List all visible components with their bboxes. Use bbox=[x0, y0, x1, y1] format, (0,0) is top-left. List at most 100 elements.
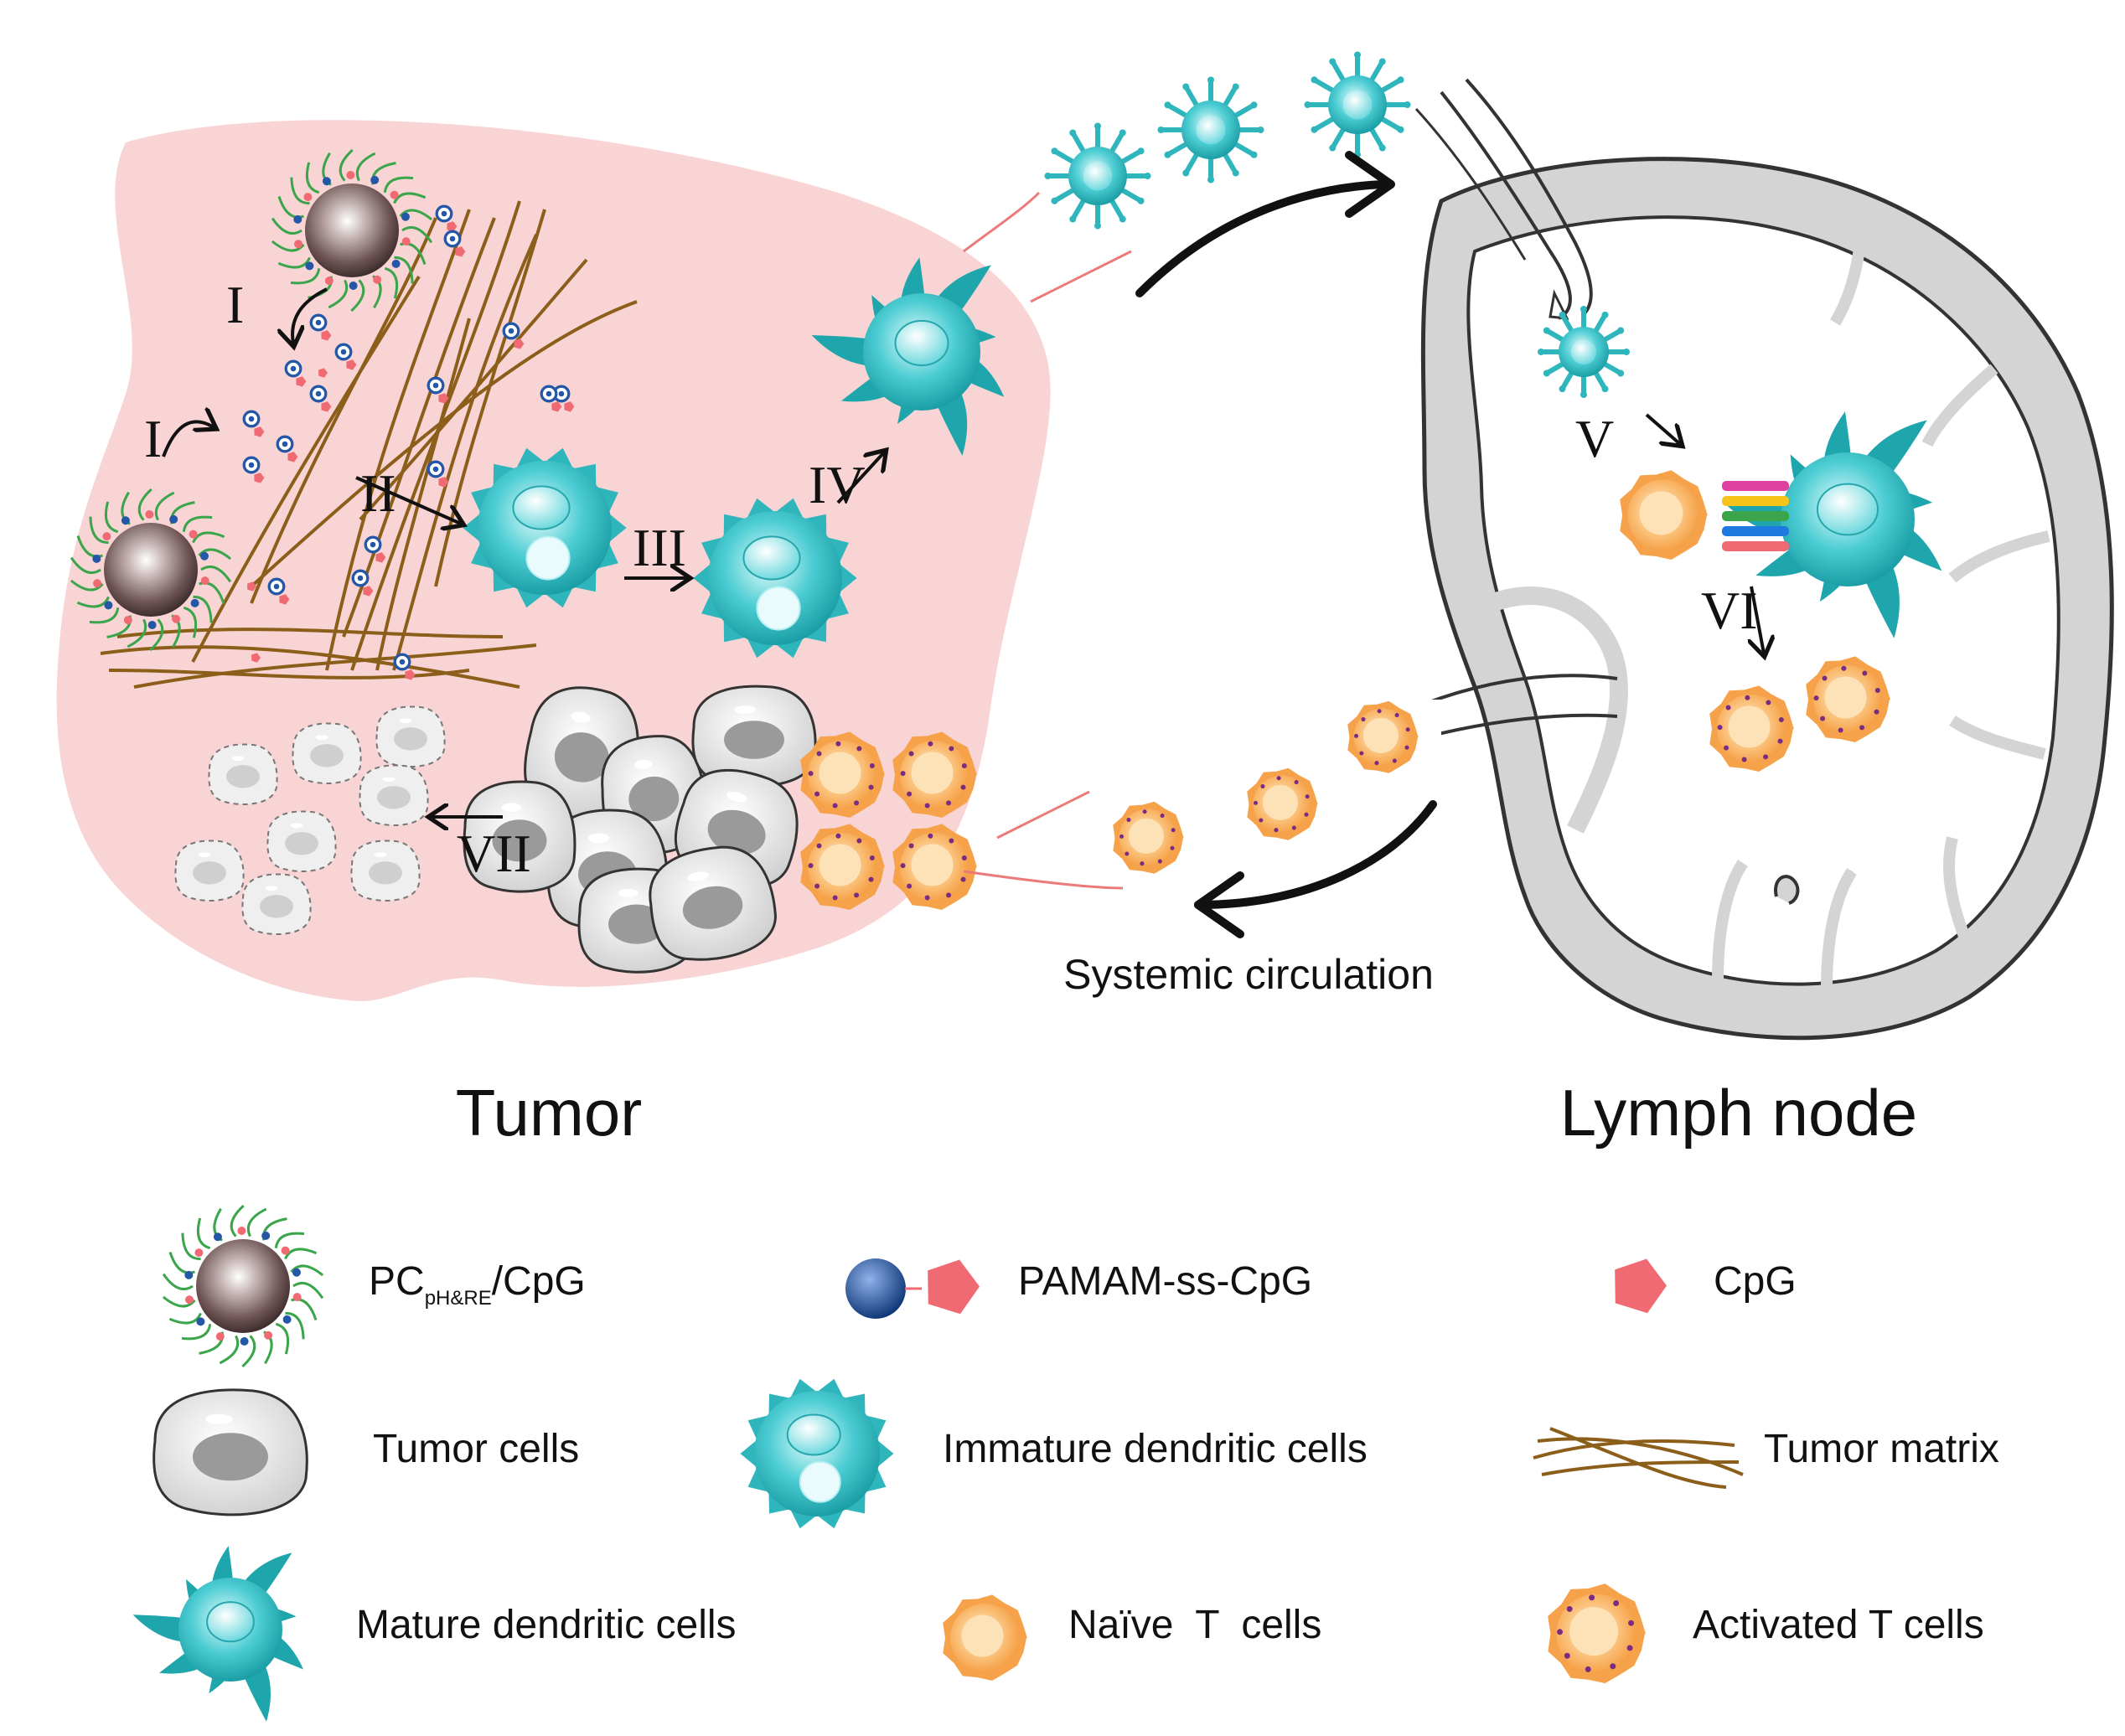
pamam-ss-cpg-0 bbox=[435, 204, 458, 232]
activated-t-cell-tumor-0 bbox=[800, 731, 885, 818]
mature-dc-tumor bbox=[811, 257, 1005, 457]
fiber-13 bbox=[375, 318, 471, 671]
pamam-ss-cpg-14 bbox=[267, 577, 290, 605]
activated-t-cell-lymph-node-0 bbox=[1709, 685, 1794, 772]
step-label-4: IV bbox=[809, 455, 866, 514]
activated-t-cell-circulating-0 bbox=[1113, 801, 1184, 874]
cpg-tag bbox=[296, 376, 307, 387]
legend-label-tumor-matrix: Tumor matrix bbox=[1764, 1427, 1999, 1471]
pamam-ss-cpg-7 bbox=[276, 435, 298, 462]
fiber-9 bbox=[100, 645, 520, 689]
cpg-tag bbox=[455, 246, 466, 257]
fiber-6 bbox=[359, 258, 588, 521]
free-cpg-2 bbox=[251, 653, 261, 663]
cpg-tag bbox=[438, 393, 449, 404]
tumor-matrix-fibers bbox=[100, 200, 638, 689]
step-arrows bbox=[162, 287, 1764, 817]
dc-in-lymph-node bbox=[1538, 306, 1630, 398]
fiber-0 bbox=[325, 209, 471, 671]
legend-label-naive-t: Naïve T cells bbox=[1068, 1603, 1321, 1647]
dendritic-cells bbox=[132, 51, 1942, 1722]
step-label-3: III bbox=[633, 518, 686, 577]
cpg-tag bbox=[564, 401, 575, 412]
pamam-ss-cpg-9 bbox=[502, 322, 525, 349]
fiber-8 bbox=[250, 217, 437, 604]
step-labels: I I II III IV V VI VII bbox=[144, 275, 1758, 883]
fiber-12 bbox=[133, 643, 537, 689]
step-label-2: II bbox=[360, 463, 396, 523]
dead-tumor-cell-2 bbox=[375, 705, 446, 767]
pamam-ss-cpg-molecules bbox=[242, 204, 575, 680]
legend-icon-tumor-cell bbox=[153, 1388, 308, 1516]
pamam-ss-cpg-2 bbox=[309, 313, 332, 341]
nanoparticle-left bbox=[70, 488, 232, 652]
immature-dc-step2 bbox=[463, 447, 627, 608]
activated-t-cell-tumor-2 bbox=[800, 824, 885, 910]
activated-t-cell-tumor-3 bbox=[892, 824, 977, 910]
pamam-ss-cpg-8 bbox=[242, 456, 265, 483]
activated-t-cell-circulating-2 bbox=[1347, 700, 1419, 773]
legend-icon-activated-t-cell bbox=[1548, 1584, 1646, 1684]
pamam-ss-cpg-12 bbox=[427, 460, 449, 488]
immature-dc-step3 bbox=[693, 498, 857, 659]
pamam-ss-cpg-3 bbox=[334, 343, 357, 370]
dead-tumor-cell-4 bbox=[266, 810, 337, 872]
dead-tumor-cell-1 bbox=[292, 722, 362, 784]
step-label-1b: I bbox=[144, 409, 162, 468]
lymph-node bbox=[1414, 78, 2114, 1041]
step-label-1a: I bbox=[226, 275, 244, 334]
pamam-ss-cpg-13 bbox=[351, 569, 374, 597]
dead-tumor-cell-3 bbox=[359, 764, 429, 826]
legend-icon-pamam bbox=[845, 1258, 980, 1319]
legend-label-nanoparticle: PCpH&RE/CpG bbox=[369, 1259, 586, 1310]
cpg-tag bbox=[438, 477, 449, 488]
mature-dc-lymph-node bbox=[1721, 411, 1942, 638]
legend-icon-naive-t-cell bbox=[943, 1594, 1027, 1681]
fiber-3 bbox=[392, 234, 538, 671]
legend-icon-immature-dc bbox=[740, 1378, 894, 1529]
cpg-tag bbox=[551, 401, 562, 412]
pamam-ss-cpg-15 bbox=[364, 535, 386, 563]
cpg-tag bbox=[287, 452, 298, 462]
legend-label-activated-t: Activated T cells bbox=[1693, 1603, 1984, 1647]
step-label-7: VII bbox=[457, 824, 531, 883]
legend-icon-mature-dc bbox=[132, 1546, 304, 1722]
fiber-11 bbox=[116, 628, 504, 638]
free-cpg-1 bbox=[318, 368, 328, 378]
dead-tumor-cell-0 bbox=[208, 743, 278, 805]
legend-icon-cpg bbox=[1615, 1258, 1667, 1314]
step-label-5: V bbox=[1575, 409, 1614, 468]
tumor-cell-7 bbox=[463, 780, 576, 893]
legend-label-cpg: CpG bbox=[1714, 1259, 1797, 1304]
activated-t-cell-tumor-1 bbox=[892, 731, 977, 818]
cpg-tag bbox=[321, 401, 332, 412]
t-cells bbox=[800, 470, 1890, 1684]
pamam-ss-cpg-6 bbox=[242, 410, 265, 437]
systemic-circulation-label: Systemic circulation bbox=[1063, 951, 1434, 998]
dead-tumor-cell-7 bbox=[350, 840, 421, 902]
cpg-tag bbox=[279, 594, 290, 605]
fiber-4 bbox=[191, 275, 421, 663]
migrating-dc-2 bbox=[1157, 76, 1264, 183]
activated-t-cell-lymph-node-1 bbox=[1806, 656, 1890, 742]
flow-arrows bbox=[1135, 151, 1437, 938]
legend: PCpH&RE/CpG PAMAM-ss-CpG CpG Tumor cells… bbox=[356, 1258, 1999, 1647]
step-label-6: VI bbox=[1701, 581, 1758, 640]
tcr-interface bbox=[1722, 481, 1789, 551]
nanoparticles bbox=[70, 148, 433, 1368]
cpg-tag bbox=[375, 552, 386, 563]
migrating-dc-3 bbox=[1304, 51, 1411, 158]
legend-label-immature-dc: Immature dendritic cells bbox=[943, 1427, 1368, 1471]
activated-t-cell-circulating-1 bbox=[1247, 767, 1318, 840]
pamam-ss-cpg-4 bbox=[284, 359, 307, 387]
legend-icon-nanoparticle bbox=[162, 1204, 324, 1368]
cpg-tag bbox=[321, 330, 332, 341]
dead-tumor-cell-6 bbox=[241, 873, 312, 935]
cpg-tag bbox=[405, 669, 416, 680]
pamam-ss-cpg-16 bbox=[540, 385, 562, 412]
legend-label-pamam: PAMAM-ss-CpG bbox=[1018, 1259, 1312, 1304]
legend-label-tumor-cells: Tumor cells bbox=[373, 1427, 579, 1471]
cpg-tag bbox=[254, 473, 265, 483]
